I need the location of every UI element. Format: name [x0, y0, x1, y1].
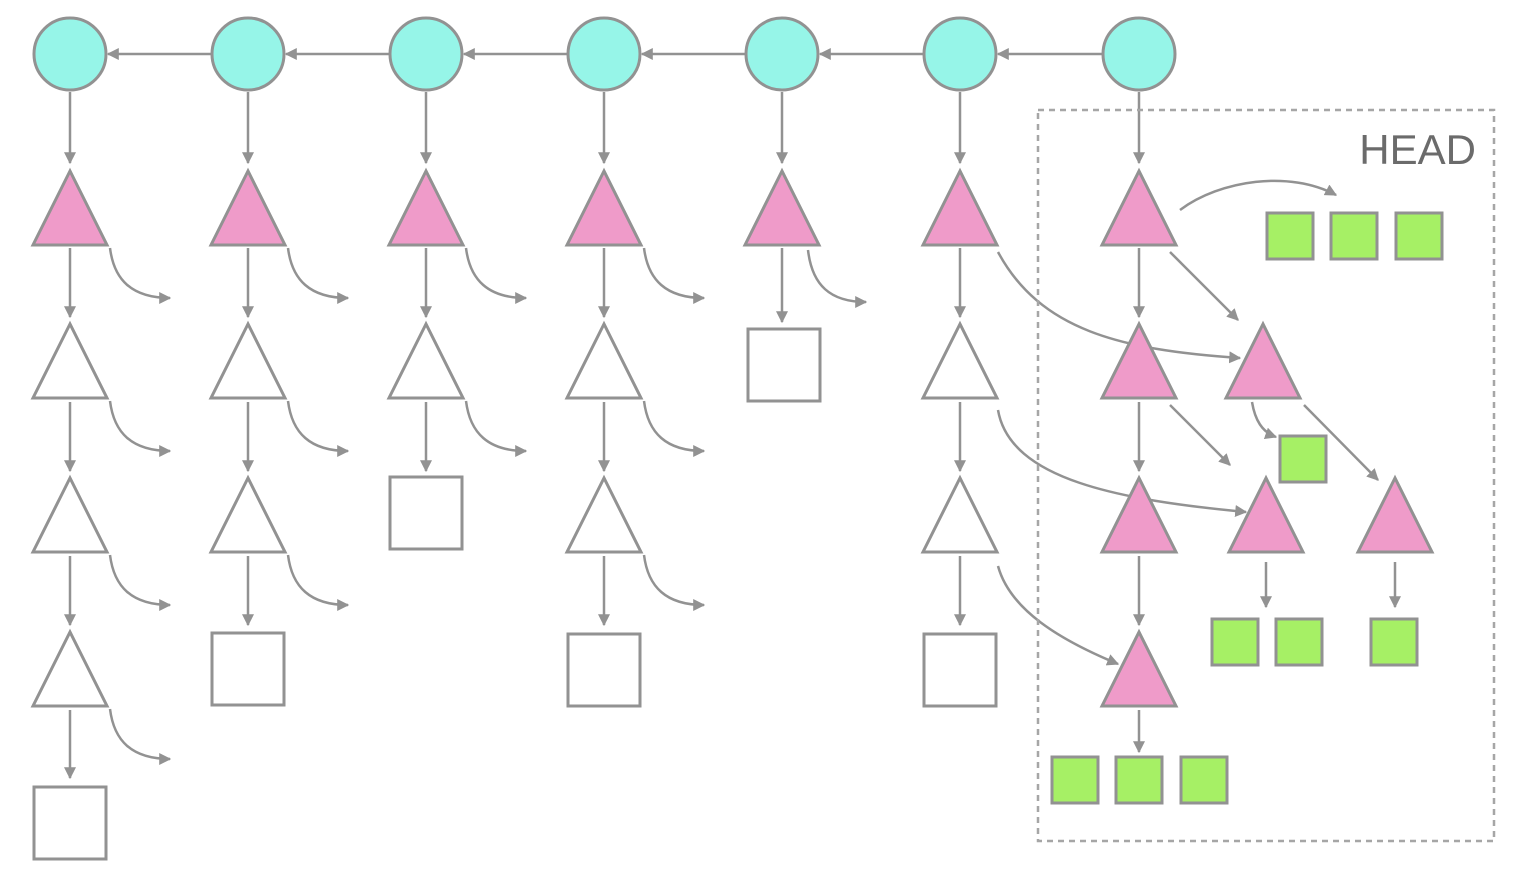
hook-arrow: [806, 249, 868, 308]
blob-node-new: [1369, 617, 1419, 667]
hook-arrow: [108, 247, 172, 304]
blob-node-new: [1329, 211, 1379, 261]
curve-arrow: [1179, 179, 1338, 212]
blob-node-new: [1394, 211, 1444, 261]
hook-arrow: [642, 247, 706, 304]
nodes: [30, 16, 1444, 861]
cross-arrow: [996, 565, 1120, 666]
commit-node: [1101, 16, 1177, 92]
tree-node: [208, 320, 288, 400]
blob-node-new: [1278, 434, 1328, 484]
connections: [64, 48, 1401, 780]
diag-arrow: [1169, 251, 1239, 321]
curve-arrow: [1250, 401, 1278, 440]
commit-node: [32, 16, 108, 92]
blob-node-new: [1050, 755, 1100, 805]
tree-node-changed: [1226, 474, 1306, 554]
tree-node-changed: [30, 167, 110, 247]
tree-node: [386, 320, 466, 400]
blob-node: [566, 632, 642, 708]
tree-node: [564, 320, 644, 400]
hook-arrow: [108, 708, 172, 765]
tree-node-changed: [1099, 320, 1179, 400]
blob-node: [388, 475, 464, 551]
blob-node: [922, 632, 998, 708]
head-label: HEAD: [1359, 126, 1476, 173]
hook-arrow: [286, 554, 350, 611]
tree-node: [30, 320, 110, 400]
blob-node-new: [1114, 755, 1164, 805]
hook-arrow: [464, 400, 528, 457]
blob-node: [746, 327, 822, 403]
blob-node-new: [1210, 617, 1260, 667]
blob-node: [32, 785, 108, 861]
blob-node-new: [1274, 617, 1324, 667]
commit-node: [388, 16, 464, 92]
diag-arrow: [1169, 404, 1231, 466]
tree-node-changed: [1099, 628, 1179, 708]
tree-node-changed: [742, 167, 822, 247]
tree-node-changed: [1099, 474, 1179, 554]
hook-arrow: [286, 400, 350, 457]
tree-node-changed: [208, 167, 288, 247]
commit-node: [744, 16, 820, 92]
hook-arrow: [108, 400, 172, 457]
commit-node: [922, 16, 998, 92]
commit-node: [210, 16, 286, 92]
tree-node-changed: [386, 167, 466, 247]
tree-node: [920, 474, 1000, 554]
diag-arrow: [1303, 404, 1379, 481]
hook-arrow: [286, 247, 350, 304]
blob-node-new: [1265, 211, 1315, 261]
tree-node-changed: [1355, 474, 1435, 554]
tree-node: [30, 628, 110, 708]
tree-node-changed: [1099, 167, 1179, 247]
cross-arrow: [996, 409, 1248, 517]
hook-arrow: [108, 554, 172, 611]
tree-node-changed: [1223, 320, 1303, 400]
tree-node: [208, 474, 288, 554]
blob-node-new: [1179, 755, 1229, 805]
tree-node: [564, 474, 644, 554]
cross-arrow: [996, 251, 1242, 364]
tree-node-changed: [920, 167, 1000, 247]
tree-node: [30, 474, 110, 554]
hook-arrow: [642, 400, 706, 457]
hook-arrow: [642, 554, 706, 611]
tree-node-changed: [564, 167, 644, 247]
tree-node: [920, 320, 1000, 400]
hook-arrow: [464, 247, 528, 304]
commit-node: [566, 16, 642, 92]
blob-node: [210, 631, 286, 707]
